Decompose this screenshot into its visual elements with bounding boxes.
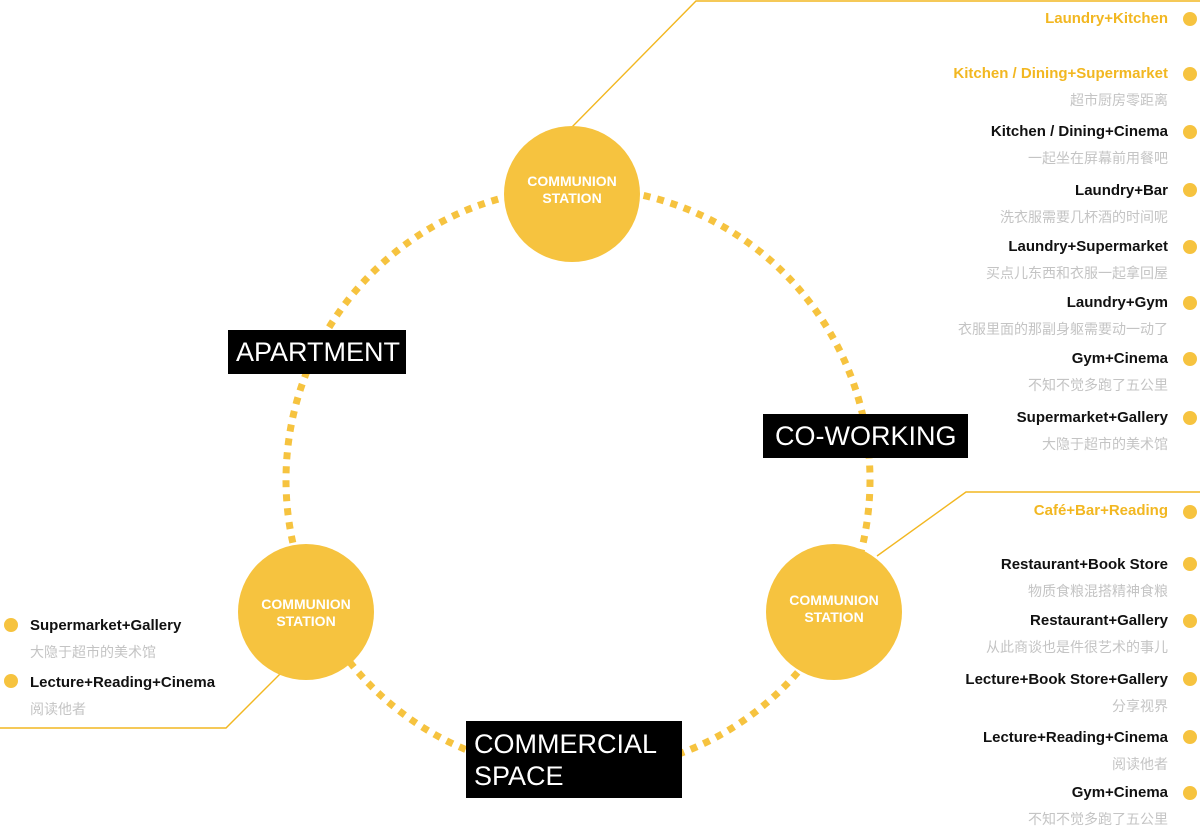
list-item-subtitle: 不知不觉多跑了五公里 bbox=[1028, 378, 1168, 394]
list-item-title: Gym+Cinema bbox=[1071, 350, 1168, 367]
list-item-title: Laundry+Gym bbox=[1066, 294, 1168, 311]
list-item-subtitle: 大隐于超市的美术馆 bbox=[1042, 437, 1168, 453]
connector-line-left bbox=[0, 672, 282, 729]
bullet-dot bbox=[1183, 352, 1197, 366]
ring-path bbox=[282, 184, 874, 776]
list-item: Supermarket+Gallery 大隐于超市的美术馆 bbox=[30, 617, 181, 662]
station-right-line2: STATION bbox=[804, 609, 864, 625]
station-left-label: COMMUNION STATION bbox=[236, 596, 376, 630]
station-top-label: COMMUNION STATION bbox=[502, 173, 642, 207]
zone-label-commercial-line2: SPACE bbox=[474, 761, 564, 791]
list-item-title: Supermarket+Gallery bbox=[1016, 409, 1168, 426]
list-item: Lecture+Book Store+Gallery 分享视界 bbox=[965, 671, 1168, 716]
bullet-dot bbox=[1183, 296, 1197, 310]
right-group-header-text: Café+Bar+Reading bbox=[1033, 502, 1168, 519]
bullet-dot bbox=[1183, 672, 1197, 686]
list-item-title: Laundry+Supermarket bbox=[1008, 238, 1168, 255]
station-left[interactable] bbox=[238, 544, 374, 680]
list-item: Lecture+Reading+Cinema 阅读他者 bbox=[983, 729, 1168, 774]
list-item-subtitle: 阅读他者 bbox=[1112, 757, 1168, 773]
bullet-dot bbox=[1183, 411, 1197, 425]
list-item: Gym+Cinema 不知不觉多跑了五公里 bbox=[1028, 784, 1168, 829]
list-item-title: Gym+Cinema bbox=[1071, 784, 1168, 801]
list-item-subtitle: 衣服里面的那副身躯需要动一动了 bbox=[958, 322, 1168, 338]
bullet-dot bbox=[1183, 786, 1197, 800]
bullet-dot bbox=[1183, 505, 1197, 519]
list-item-subtitle: 大隐于超市的美术馆 bbox=[30, 645, 156, 661]
list-item-subtitle: 买点儿东西和衣服一起拿回屋 bbox=[986, 266, 1168, 282]
list-item-title: Supermarket+Gallery bbox=[30, 617, 182, 634]
zone-label-commercial: COMMERCIAL SPACE bbox=[466, 721, 682, 798]
top-group-header: Laundry+Kitchen bbox=[1045, 10, 1168, 27]
list-item-title: Restaurant+Gallery bbox=[1030, 612, 1168, 629]
connector-line-top bbox=[571, 0, 1200, 128]
bullet-dot bbox=[4, 674, 18, 688]
bullet-dot bbox=[1183, 67, 1197, 81]
list-item: Kitchen / Dining+Cinema 一起坐在屏幕前用餐吧 bbox=[991, 123, 1168, 168]
list-item-subtitle: 阅读他者 bbox=[30, 702, 86, 718]
connector-line-right bbox=[876, 491, 1200, 557]
station-right[interactable] bbox=[766, 544, 902, 680]
list-item-title: Lecture+Book Store+Gallery bbox=[965, 671, 1168, 688]
list-item: Laundry+Gym 衣服里面的那副身躯需要动一动了 bbox=[958, 294, 1168, 339]
list-item-title: Restaurant+Book Store bbox=[1000, 556, 1168, 573]
list-item-subtitle: 从此商谈也是件很艺术的事儿 bbox=[986, 640, 1168, 656]
bullet-dot bbox=[1183, 240, 1197, 254]
bullet-dot bbox=[1183, 183, 1197, 197]
top-group-header-text: Laundry+Kitchen bbox=[1045, 10, 1168, 27]
list-item-subtitle: 洗衣服需要几杯酒的时间呢 bbox=[1000, 210, 1168, 226]
list-item-subtitle: 一起坐在屏幕前用餐吧 bbox=[1028, 151, 1168, 167]
bullet-dot bbox=[1183, 125, 1197, 139]
list-item-title: Lecture+Reading+Cinema bbox=[30, 674, 216, 691]
list-item: Laundry+Bar 洗衣服需要几杯酒的时间呢 bbox=[1000, 182, 1168, 227]
list-item-subtitle: 物质食粮混搭精神食粮 bbox=[1028, 584, 1168, 600]
station-left-line2: STATION bbox=[276, 613, 336, 629]
right-group-header: Café+Bar+Reading bbox=[1034, 502, 1168, 519]
list-item: Kitchen / Dining+Supermarket 超市厨房零距离 bbox=[953, 65, 1168, 110]
list-item: Restaurant+Book Store 物质食粮混搭精神食粮 bbox=[1001, 556, 1168, 601]
list-item: Lecture+Reading+Cinema 阅读他者 bbox=[30, 674, 215, 719]
list-item: Supermarket+Gallery 大隐于超市的美术馆 bbox=[1017, 409, 1168, 454]
zone-label-coworking: CO-WORKING bbox=[763, 414, 968, 458]
station-left-line1: COMMUNION bbox=[261, 596, 351, 612]
station-top-line2: STATION bbox=[542, 190, 602, 206]
zone-label-apartment: APARTMENT bbox=[228, 330, 406, 374]
bullet-dot bbox=[1183, 614, 1197, 628]
list-item-subtitle: 不知不觉多跑了五公里 bbox=[1028, 812, 1168, 828]
station-right-label: COMMUNION STATION bbox=[764, 592, 904, 626]
list-item-title: Kitchen / Dining+Supermarket bbox=[953, 65, 1168, 82]
list-item-subtitle: 超市厨房零距离 bbox=[1070, 93, 1168, 109]
station-top-line1: COMMUNION bbox=[527, 173, 617, 189]
station-top[interactable] bbox=[504, 126, 640, 262]
list-item-title: Laundry+Bar bbox=[1075, 182, 1168, 199]
bullet-dot bbox=[4, 618, 18, 632]
list-item-title: Lecture+Reading+Cinema bbox=[982, 729, 1168, 746]
list-item: Gym+Cinema 不知不觉多跑了五公里 bbox=[1028, 350, 1168, 395]
zone-label-commercial-line1: COMMERCIAL bbox=[474, 729, 658, 759]
bullet-dot bbox=[1183, 12, 1197, 26]
list-item-title: Kitchen / Dining+Cinema bbox=[990, 123, 1168, 140]
list-item: Laundry+Supermarket 买点儿东西和衣服一起拿回屋 bbox=[986, 238, 1168, 283]
list-item: Restaurant+Gallery 从此商谈也是件很艺术的事儿 bbox=[986, 612, 1168, 657]
list-item-subtitle: 分享视界 bbox=[1112, 699, 1168, 715]
bullet-dot bbox=[1183, 730, 1197, 744]
station-right-line1: COMMUNION bbox=[789, 592, 879, 608]
bullet-dot bbox=[1183, 557, 1197, 571]
